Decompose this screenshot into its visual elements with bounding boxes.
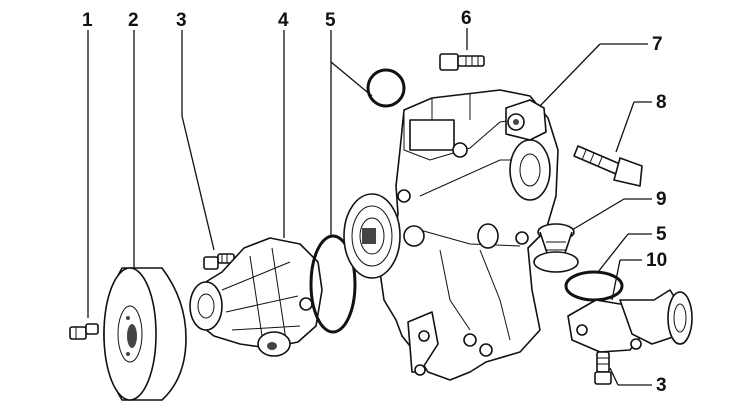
thermostat-part-9 [533, 223, 579, 273]
bushing-part-7 [505, 99, 547, 141]
callout-8: 8 [656, 92, 667, 113]
callout-9: 9 [656, 189, 667, 210]
bolt-part-1 [69, 323, 99, 340]
callout-1: 1 [82, 10, 93, 31]
housing-pulley [343, 193, 425, 279]
pump-housing [379, 89, 559, 381]
callout-10: 10 [646, 250, 667, 271]
water-pump-part-4 [189, 237, 323, 357]
callout-3-top: 3 [176, 10, 187, 31]
leader-lines [87, 28, 652, 386]
bolt-part-3-bottom [594, 351, 612, 385]
o-ring-part-5-top [366, 68, 406, 108]
bolt-part-6 [439, 53, 485, 71]
callout-4: 4 [278, 10, 289, 31]
o-ring-part-5-left [309, 234, 357, 334]
callout-6: 6 [461, 8, 472, 29]
coolant-elbow-part-10 [567, 289, 693, 353]
callout-7: 7 [652, 34, 663, 55]
bolt-part-8 [573, 145, 643, 187]
callout-5-right: 5 [656, 224, 667, 245]
callout-5-top: 5 [325, 10, 336, 31]
o-ring-part-5-right [564, 270, 624, 302]
callout-2: 2 [128, 10, 139, 31]
pulley-part-2 [103, 267, 187, 401]
callout-3-bottom: 3 [656, 375, 667, 396]
